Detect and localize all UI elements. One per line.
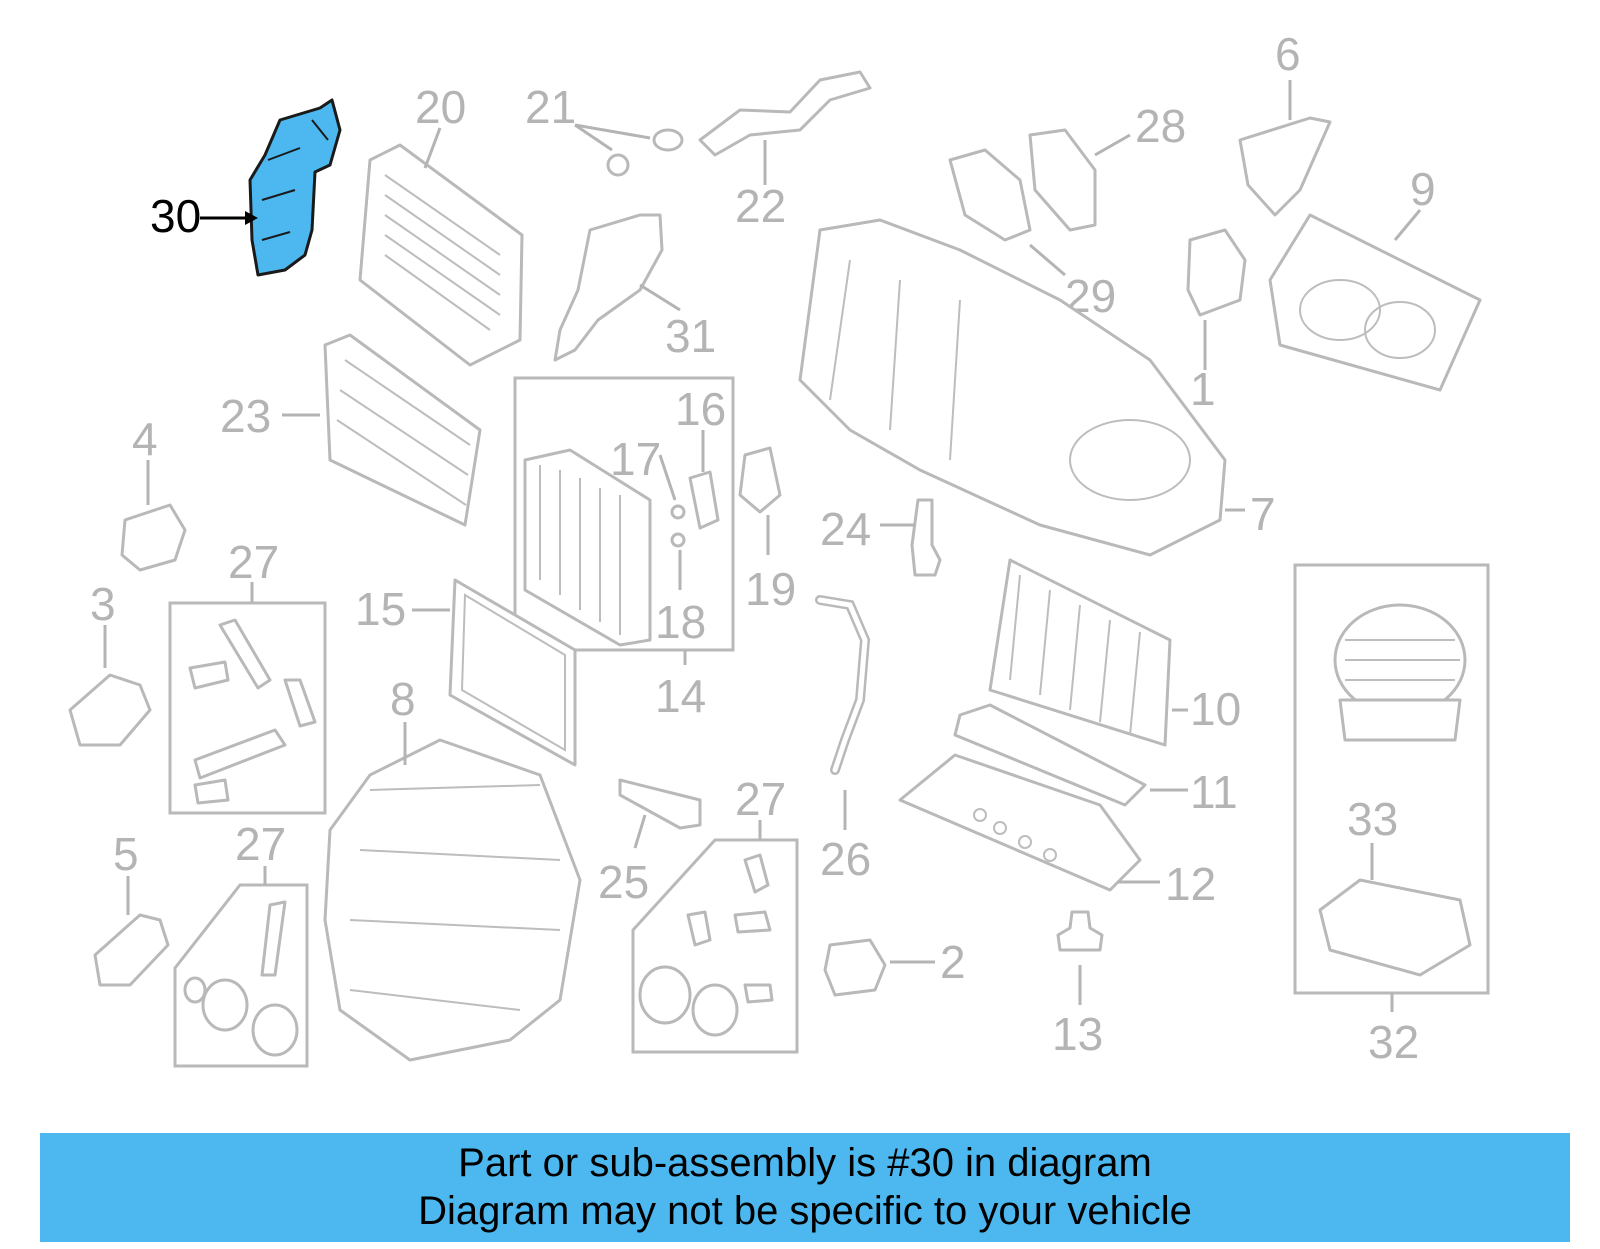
callout-4: 4	[132, 413, 158, 465]
callout-21: 21	[525, 81, 576, 133]
part-21	[606, 128, 684, 177]
banner-line-1: Part or sub-assembly is #30 in diagram	[458, 1141, 1152, 1185]
callout-12: 12	[1165, 858, 1216, 910]
part-20	[358, 143, 524, 367]
callout-7: 7	[1250, 488, 1276, 540]
callout-2: 2	[940, 936, 966, 988]
callout-5: 5	[113, 828, 139, 880]
callout-27-a: 27	[228, 536, 279, 588]
callout-25: 25	[598, 856, 649, 908]
part-10	[988, 558, 1172, 747]
part-24	[910, 498, 942, 577]
part-15	[448, 578, 577, 767]
part-5	[93, 913, 170, 987]
info-banner: Part or sub-assembly is #30 in diagram D…	[40, 1133, 1570, 1242]
part-16	[688, 470, 720, 530]
callout-27-c: 27	[235, 818, 286, 870]
part-33	[1318, 878, 1472, 977]
callout-28: 28	[1135, 100, 1186, 152]
part-22	[698, 70, 872, 157]
callout-9: 9	[1410, 163, 1436, 215]
part-27-b-parts	[638, 853, 774, 1037]
callout-33: 33	[1347, 793, 1398, 845]
callout-10: 10	[1190, 683, 1241, 735]
callout-8: 8	[390, 673, 416, 725]
part-blower-motor	[1333, 603, 1467, 742]
callout-11: 11	[1190, 766, 1238, 818]
part-31	[553, 213, 664, 362]
callout-1: 1	[1190, 363, 1216, 415]
callout-20: 20	[415, 81, 466, 133]
callout-27-b: 27	[735, 773, 786, 825]
callout-6: 6	[1275, 28, 1301, 80]
part-6	[1238, 116, 1332, 217]
part-28	[1028, 128, 1097, 232]
part-9	[1268, 213, 1482, 392]
callout-16: 16	[675, 383, 726, 435]
part-11	[953, 703, 1147, 807]
part-25	[618, 778, 702, 830]
banner-line-2: Diagram may not be specific to your vehi…	[418, 1189, 1192, 1233]
group-box-27-a	[168, 601, 327, 815]
part-3	[68, 673, 152, 747]
callout-26: 26	[820, 833, 871, 885]
part-27-c-parts	[183, 900, 299, 1057]
part-30-highlighted[interactable]	[248, 98, 342, 277]
callout-19: 19	[745, 563, 796, 615]
parts-diagram: 30 20 21 22 31 28 29 6 9	[68, 28, 1490, 1068]
part-4	[120, 503, 187, 572]
group-box-14	[513, 376, 735, 652]
part-12	[898, 753, 1142, 892]
callout-32: 32	[1368, 1016, 1419, 1068]
group-box-27-c	[173, 883, 309, 1068]
part-27-a-links	[188, 618, 317, 805]
callout-30: 30	[150, 190, 201, 242]
callout-3: 3	[90, 578, 116, 630]
part-2	[823, 938, 887, 997]
part-7	[798, 218, 1227, 557]
callout-23: 23	[220, 390, 271, 442]
part-19	[738, 446, 782, 514]
part-8	[323, 738, 582, 1062]
part-18	[670, 532, 686, 548]
arrow-30	[245, 211, 258, 225]
part-1	[1186, 228, 1247, 317]
part-evaporator	[523, 448, 652, 647]
callout-15: 15	[355, 583, 406, 635]
part-26	[815, 595, 871, 775]
callout-17: 17	[610, 433, 661, 485]
part-17	[670, 504, 686, 520]
group-box-27-b	[631, 838, 799, 1054]
callout-24: 24	[820, 503, 871, 555]
part-23	[323, 333, 482, 527]
callout-31: 31	[665, 310, 716, 362]
part-13	[1056, 910, 1104, 952]
callout-18: 18	[655, 596, 706, 648]
callout-14: 14	[655, 670, 706, 722]
part-29	[948, 148, 1032, 242]
callout-13: 13	[1052, 1008, 1103, 1060]
callout-22: 22	[735, 180, 786, 232]
